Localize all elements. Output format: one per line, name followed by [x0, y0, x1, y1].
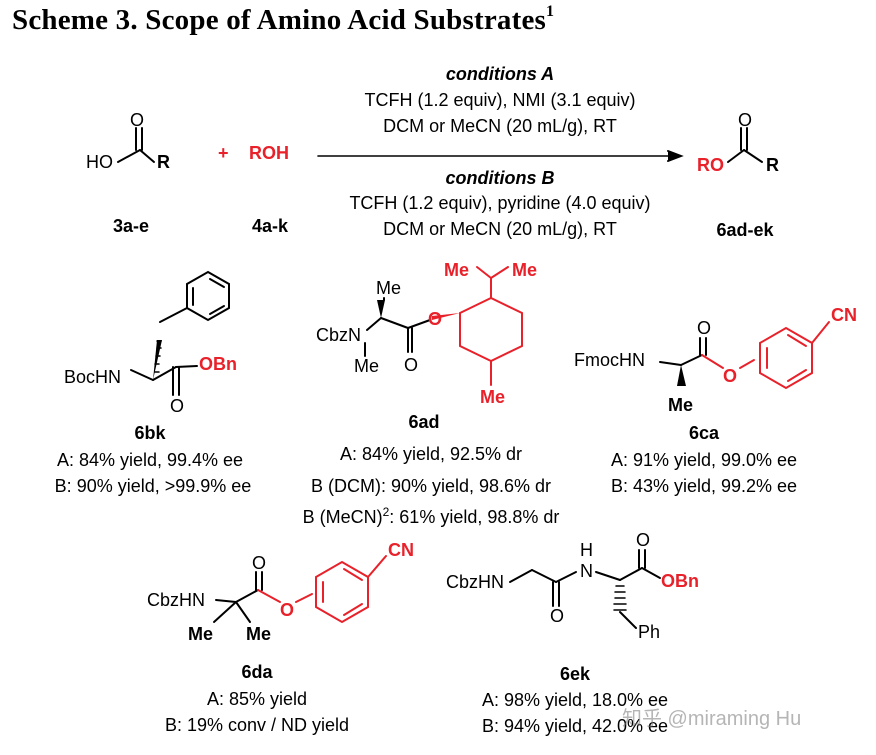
- conditions-a-line2: DCM or MeCN (20 mL/g), RT: [383, 116, 617, 136]
- product-ro-label: RO: [697, 155, 724, 175]
- product-structure: [727, 127, 763, 163]
- structure-6da: [213, 555, 387, 624]
- 6da-result-b: B: 19% conv / ND yield: [164, 715, 350, 735]
- 6ca-label: 6ca: [688, 423, 720, 443]
- 6ad-result-c-rest: : 61% yield, 98.8% dr: [389, 507, 560, 527]
- structure-6bk: [130, 270, 230, 396]
- conditions-a-line1: TCFH (1.2 equiv), NMI (3.1 equiv): [364, 90, 636, 110]
- 6ek-ph: Ph: [638, 622, 661, 642]
- 6bk-label: 6bk: [134, 423, 166, 443]
- 6ek-amide-o: O: [550, 606, 565, 626]
- alcohol-label: ROH: [249, 143, 289, 163]
- 6ad-me-alpha: Me: [376, 278, 402, 298]
- 6ad-me-ring: Me: [480, 387, 506, 407]
- 6da-cn: CN: [388, 540, 414, 560]
- 6ek-result-a: A: 98% yield, 18.0% ee: [481, 690, 669, 710]
- 6ca-carbonyl-o: O: [697, 318, 712, 338]
- alcohol-compound-label: 4a-k: [251, 216, 289, 236]
- hash-6ek: [613, 585, 627, 611]
- structure-6ek: [509, 549, 661, 629]
- scheme-title-footnote: 1: [546, 3, 555, 21]
- 6ca-me: Me: [668, 395, 694, 415]
- wedge-6ca: [677, 365, 686, 386]
- 6da-carbonyl-o: O: [252, 553, 267, 573]
- 6da-label: 6da: [241, 662, 273, 682]
- 6bk-bochn: BocHN: [64, 367, 122, 387]
- 6bk-carbonyl-o: O: [170, 396, 185, 416]
- conditions-b-line2: DCM or MeCN (20 mL/g), RT: [383, 219, 617, 239]
- 6da-cbzhn: CbzHN: [147, 590, 206, 610]
- product-compound-label: 6ad-ek: [716, 220, 774, 240]
- 6ad-result-c-footnote: 2: [382, 505, 390, 519]
- 6ad-result-a: A: 84% yield, 92.5% dr: [339, 444, 523, 464]
- wedge-6ad-me: [377, 300, 385, 318]
- 6ad-result-b-dcm: B (DCM): 90% yield, 98.6% dr: [310, 476, 552, 496]
- 6ek-cbzhn: CbzHN: [446, 572, 505, 592]
- watermark: 知乎 @miraming Hu: [622, 708, 802, 730]
- 6ad-result-b-mecn: B (MeCN)2: 61% yield, 98.8% dr: [303, 505, 560, 528]
- 6ek-label: 6ek: [559, 664, 591, 684]
- 6ad-me-isopropyl-1: Me: [444, 260, 470, 280]
- product-r-label: R: [766, 155, 779, 175]
- 6ca-cn: CN: [831, 305, 857, 325]
- 6ad-me-isopropyl-2: Me: [512, 260, 538, 280]
- 6ek-nh-h: H: [580, 540, 593, 560]
- 6da-result-a: A: 85% yield: [206, 689, 308, 709]
- conditions-b-title: conditions B: [445, 168, 555, 188]
- 6ek-result-b: B: 94% yield, 42.0% ee: [481, 716, 669, 736]
- 6bk-result-b: B: 90% yield, >99.9% ee: [54, 476, 252, 496]
- 6ca-fmochn: FmocHN: [574, 350, 645, 370]
- structure-6ca: [659, 321, 830, 390]
- acid-r-label: R: [157, 152, 170, 172]
- structure-6ad: [364, 266, 523, 386]
- wedge-6ad-ester: [432, 313, 460, 320]
- 6bk-obn: OBn: [199, 354, 237, 374]
- acid-structure: [117, 127, 155, 163]
- 6ad-ester-o: O: [428, 309, 443, 329]
- 6ca-result-a: A: 91% yield, 99.0% ee: [610, 450, 798, 470]
- 6ad-result-c-prefix: B (MeCN): [302, 507, 383, 527]
- 6bk-result-a: A: 84% yield, 99.4% ee: [56, 450, 244, 470]
- hash-6bk: [154, 340, 162, 373]
- 6da-me-1: Me: [188, 624, 214, 644]
- 6ek-carbonyl-o: O: [636, 530, 651, 550]
- 6ad-cbzn: CbzN: [316, 325, 362, 345]
- 6ca-result-b: B: 43% yield, 99.2% ee: [610, 476, 798, 496]
- 6da-me-2: Me: [246, 624, 272, 644]
- conditions-b-line1: TCFH (1.2 equiv), pyridine (4.0 equiv): [349, 193, 651, 213]
- wedge-6bk: [153, 340, 162, 380]
- plus-sign: +: [218, 143, 229, 163]
- product-o-label: O: [738, 110, 753, 130]
- 6ca-ester-o: O: [723, 366, 738, 386]
- reaction-arrow: [317, 150, 684, 162]
- acid-compound-label: 3a-e: [112, 216, 150, 236]
- acid-o-label: O: [130, 110, 145, 130]
- 6ad-label: 6ad: [408, 412, 440, 432]
- 6da-ester-o: O: [280, 600, 295, 620]
- 6ek-nh-n: N: [580, 561, 593, 581]
- scheme-title: Scheme 3. Scope of Amino Acid Substrates…: [12, 3, 555, 37]
- scheme-title-text: Scheme 3. Scope of Amino Acid Substrates: [12, 4, 547, 36]
- 6ek-obn: OBn: [661, 571, 699, 591]
- 6ad-carbonyl-o: O: [404, 355, 419, 375]
- acid-ho-label: HO: [86, 152, 113, 172]
- conditions-a-title: conditions A: [445, 64, 555, 84]
- 6ad-me-n: Me: [354, 356, 380, 376]
